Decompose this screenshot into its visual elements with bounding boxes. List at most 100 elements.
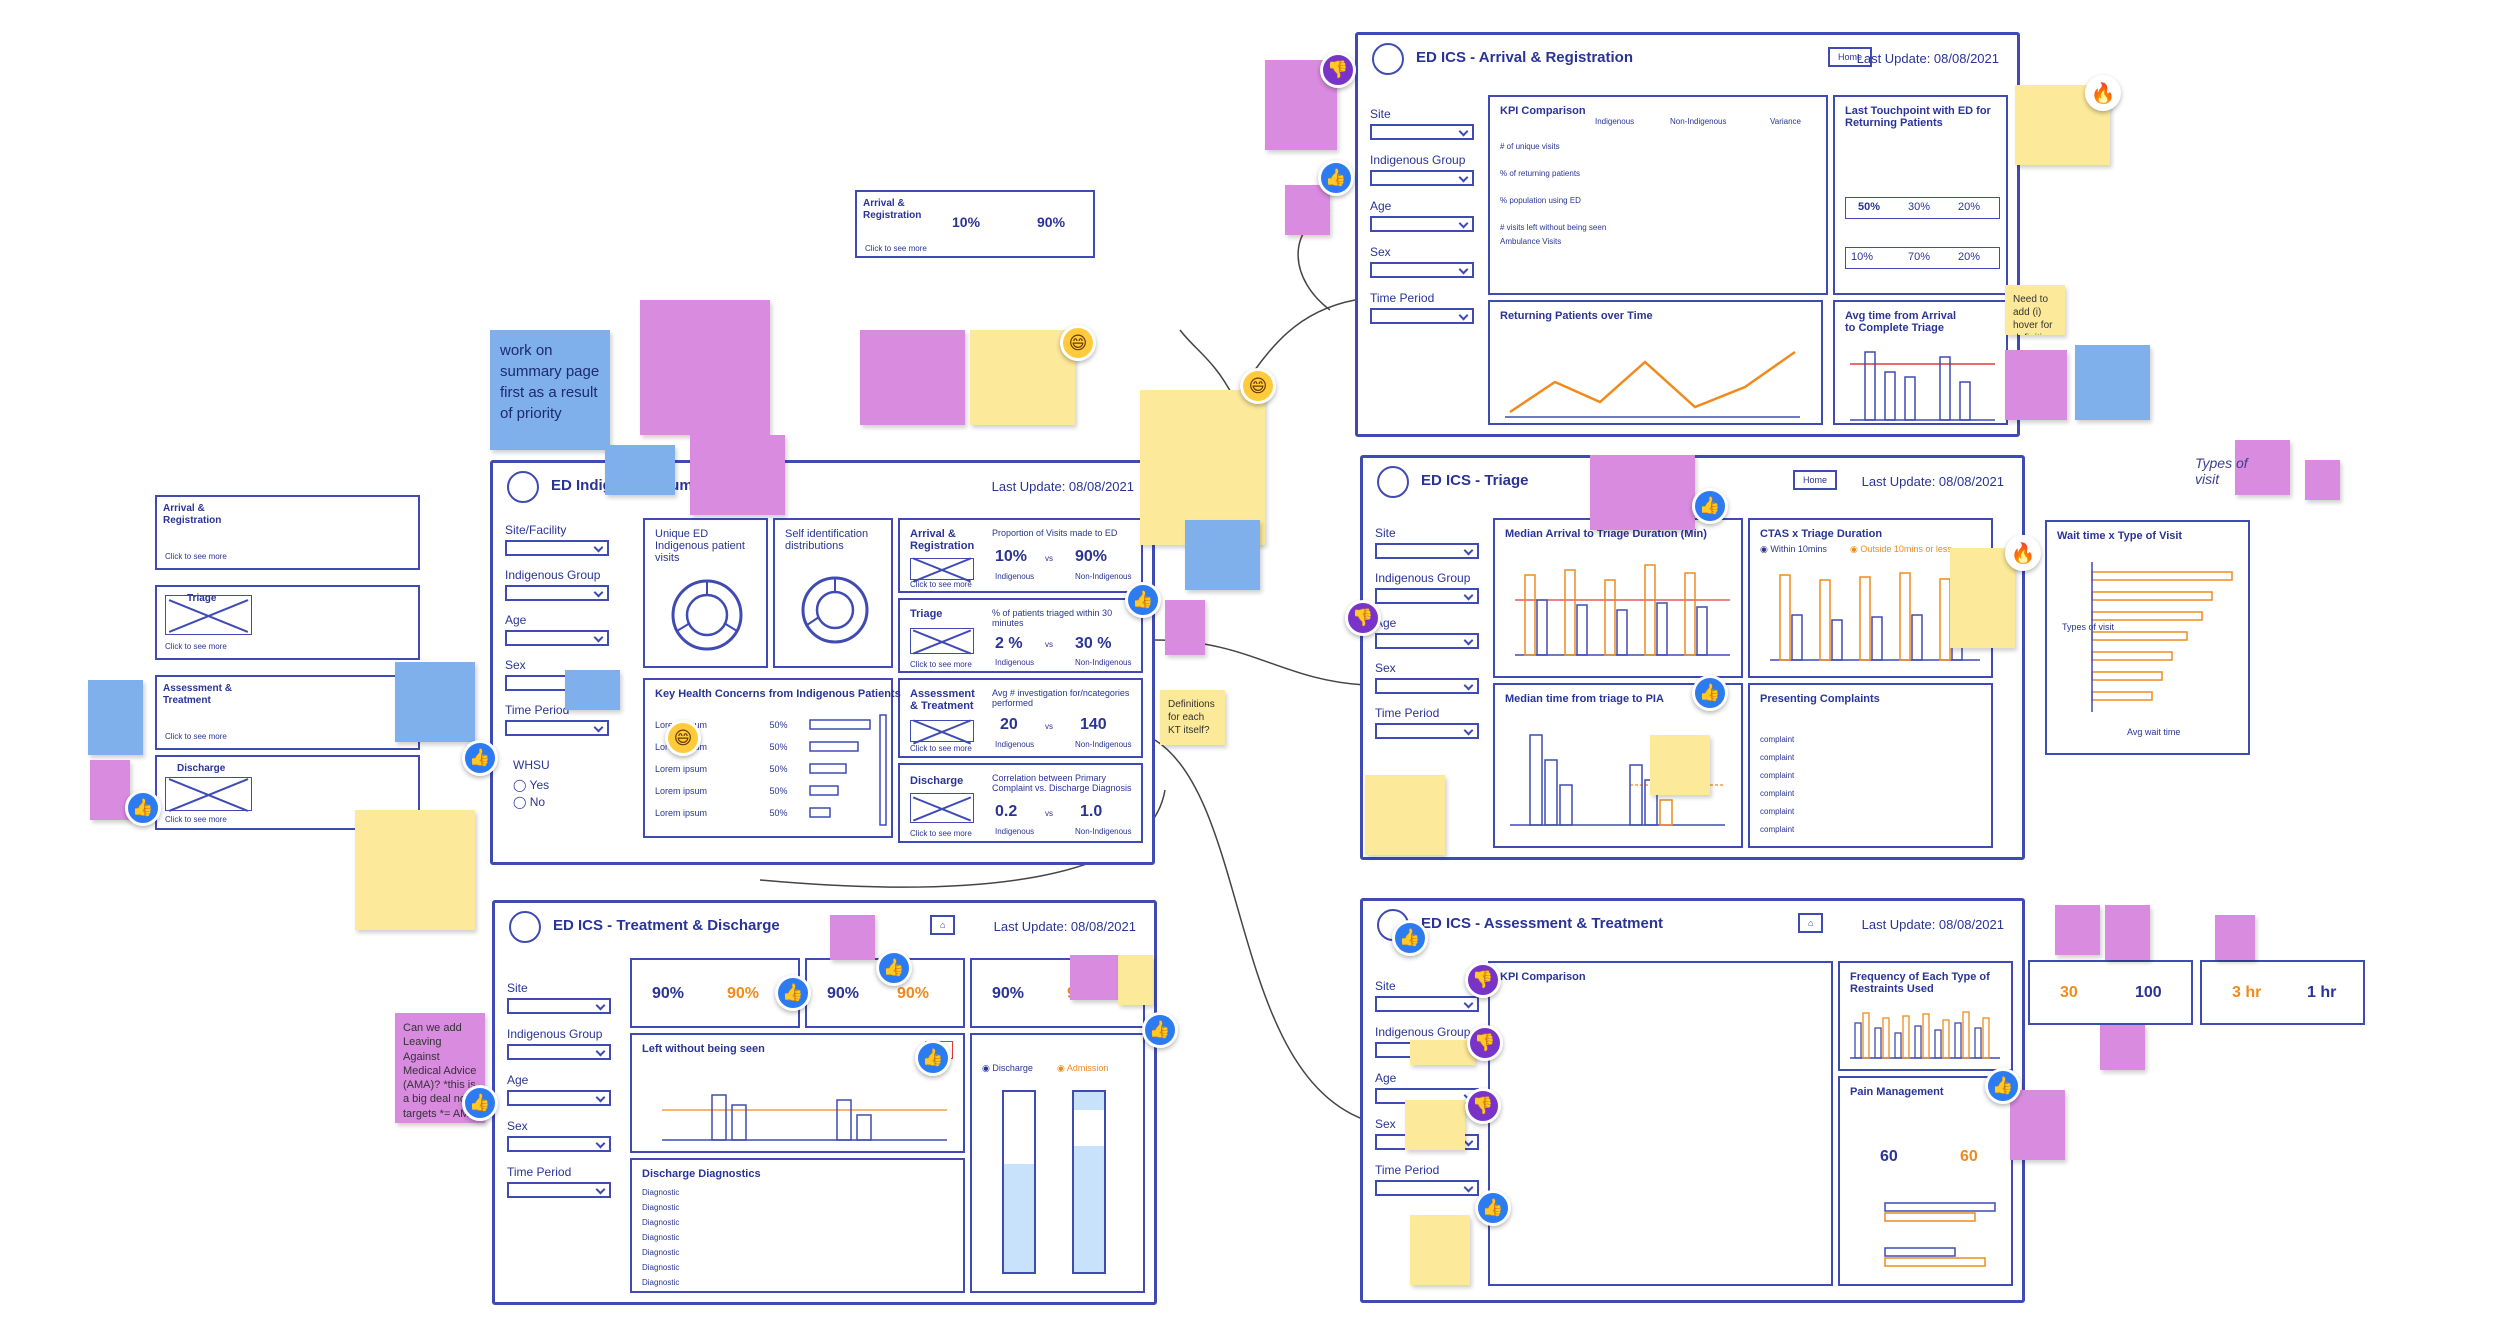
dislike-icon[interactable]: 👎 [1465, 1088, 1501, 1124]
sticky-note[interactable] [1365, 775, 1445, 855]
filter-group[interactable]: Indigenous Group [1370, 153, 1474, 186]
presenting-panel: Presenting Complaints complaint complain… [1748, 683, 1993, 848]
filter-sex[interactable]: Sex [1370, 245, 1474, 278]
sticky-note[interactable] [1410, 1040, 1475, 1065]
sticky-note[interactable] [1650, 735, 1710, 795]
filter-sex[interactable]: Sex [507, 1119, 611, 1152]
assess-card[interactable]: Assessment & Treatment Click to see more… [898, 678, 1143, 758]
like-icon[interactable]: 👍 [462, 740, 498, 776]
home-button[interactable]: ⌂ [930, 915, 956, 935]
sticky-note[interactable] [1950, 548, 2015, 648]
like-icon[interactable]: 👍 [125, 790, 161, 826]
top-arrival-card[interactable]: Arrival & Registration Click to see more… [855, 190, 1095, 258]
sticky-note[interactable] [1185, 520, 1260, 590]
ama-note[interactable]: Can we add Leaving Against Medical Advic… [395, 1013, 485, 1123]
sticky-note[interactable] [1590, 455, 1695, 530]
sticky-note[interactable] [2105, 905, 2150, 960]
treatment-frame: ED ICS - Treatment & Discharge ⌂ Last Up… [492, 900, 1157, 1305]
work-on-note[interactable]: work on summary page first as a result o… [490, 330, 610, 450]
dislike-icon[interactable]: 👎 [1320, 52, 1356, 88]
dislike-icon[interactable]: 👎 [1345, 600, 1381, 636]
sticky-note[interactable] [690, 435, 785, 515]
mini-assess[interactable]: Assessment & Treatment Click to see more [155, 675, 420, 750]
like-icon[interactable]: 👍 [462, 1085, 498, 1121]
sticky-note[interactable] [2005, 350, 2067, 420]
filter-time[interactable]: Time Period [1370, 291, 1474, 324]
home-button[interactable]: ⌂ [1798, 913, 1824, 933]
whsu-yes[interactable]: ◯ Yes [513, 778, 550, 792]
filter-time[interactable]: Time Period [1375, 1163, 1479, 1196]
like-icon[interactable]: 👍 [876, 950, 912, 986]
filter-time[interactable]: Time Period [1375, 706, 1479, 739]
like-icon[interactable]: 👍 [1475, 1190, 1511, 1226]
sticky-note[interactable] [1285, 185, 1330, 235]
sticky-note[interactable] [970, 330, 1075, 425]
fire-icon[interactable]: 🔥 [2005, 535, 2041, 571]
sticky-note[interactable] [1070, 955, 1118, 1000]
like-icon[interactable]: 👍 [1142, 1012, 1178, 1048]
filter-age[interactable]: Age [507, 1073, 611, 1106]
like-icon[interactable]: 👍 [1692, 675, 1728, 711]
sticky-note[interactable] [1410, 1215, 1470, 1285]
sticky-note[interactable] [2055, 905, 2100, 955]
filter-time[interactable]: Time Period [505, 703, 609, 736]
filter-site[interactable]: Site [1370, 107, 1474, 140]
dislike-icon[interactable]: 👎 [1465, 962, 1501, 998]
arrival-card[interactable]: Arrival & Registration Click to see more… [898, 518, 1143, 593]
triage-card[interactable]: Triage Click to see more % of patients t… [898, 598, 1143, 673]
filter-site[interactable]: Site [507, 981, 611, 1014]
dislike-icon[interactable]: 👎 [1467, 1025, 1503, 1061]
sticky-note[interactable] [88, 680, 143, 755]
like-icon[interactable]: 👍 [1125, 582, 1161, 618]
definitions-note[interactable]: Definitions for each KT itself? [1160, 690, 1225, 745]
sticky-note[interactable] [2235, 440, 2290, 495]
sticky-note[interactable] [1405, 1100, 1465, 1150]
laugh-icon[interactable]: 😄 [1060, 325, 1096, 361]
sticky-note[interactable] [395, 662, 475, 742]
sticky-note[interactable] [565, 670, 620, 710]
sticky-note[interactable]: Need to add (i) hover for definitions [2005, 285, 2065, 335]
sticky-note[interactable] [2010, 1090, 2065, 1160]
like-icon[interactable]: 👍 [1692, 488, 1728, 524]
filter-group[interactable]: Indigenous Group [505, 568, 609, 601]
sticky-note[interactable] [2215, 915, 2255, 960]
home-button[interactable]: Home [1793, 470, 1838, 490]
fire-icon[interactable]: 🔥 [2085, 75, 2121, 111]
sticky-note[interactable] [1165, 600, 1205, 655]
sticky-note[interactable] [1118, 955, 1153, 1005]
filter-time[interactable]: Time Period [507, 1165, 611, 1198]
sticky-note[interactable] [640, 300, 770, 435]
donut-chart [671, 579, 743, 651]
sticky-note[interactable] [860, 330, 965, 425]
sticky-note[interactable] [830, 915, 875, 960]
sticky-note[interactable] [2075, 345, 2150, 420]
like-icon[interactable]: 👍 [1985, 1068, 2021, 1104]
sticky-note[interactable] [2100, 1025, 2145, 1070]
filter-group[interactable]: Indigenous Group [507, 1027, 611, 1060]
laugh-icon[interactable]: 😄 [1240, 368, 1276, 404]
home-button[interactable]: Home [1828, 47, 1873, 67]
discharge-card[interactable]: Discharge Click to see more Correlation … [898, 763, 1143, 843]
filter-site[interactable]: Site [1375, 526, 1479, 559]
like-icon[interactable]: 👍 [915, 1040, 951, 1076]
sticky-note[interactable] [2305, 460, 2340, 500]
whsu-no[interactable]: ◯ No [513, 795, 546, 809]
filter-age[interactable]: Age [1370, 199, 1474, 232]
filter-group[interactable]: Indigenous Group [1375, 571, 1479, 604]
like-icon[interactable]: 👍 [775, 975, 811, 1011]
filter-sex[interactable]: Sex [1375, 661, 1479, 694]
filter-age[interactable]: Age [1375, 616, 1479, 649]
like-icon[interactable]: 👍 [1392, 920, 1428, 956]
sticky-note[interactable] [1140, 390, 1265, 545]
filter-age[interactable]: Age [505, 613, 609, 646]
laugh-icon[interactable]: 😄 [665, 720, 701, 756]
filter-site[interactable]: Site [1375, 979, 1479, 1012]
mini-arrival[interactable]: Arrival & Registration Click to see more [155, 495, 420, 570]
sticky-note[interactable] [605, 445, 675, 495]
mini-triage[interactable]: Triage Click to see more [155, 585, 420, 660]
sticky-note[interactable] [90, 760, 130, 820]
like-icon[interactable]: 👍 [1318, 160, 1354, 196]
filter-site[interactable]: Site/Facility [505, 523, 609, 556]
sticky-note[interactable] [355, 810, 475, 930]
